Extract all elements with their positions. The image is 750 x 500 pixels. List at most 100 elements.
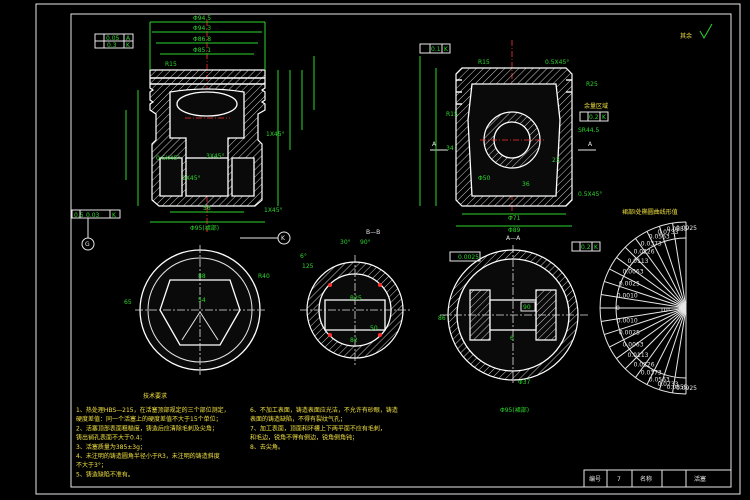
- outer-frame: [35, 3, 741, 495]
- dim-56: 56: [203, 205, 211, 212]
- tech-left-line-5: 4、未注明的铸造圆角半径小于R3，未注明的铸造斜度: [76, 452, 220, 460]
- polar-ray-16: [635, 307, 687, 378]
- polar-ray-3: [646, 231, 687, 309]
- section-aa-title: A—A: [506, 235, 521, 242]
- dim-1x45-b: 1X45°: [182, 175, 201, 182]
- section-bb-view: B—B R25 125 50 82 30° 90° 6°: [300, 229, 410, 365]
- tech-right-line-3: 和毛边，锐角不得有倒边，锐角倒角钝；: [250, 434, 358, 442]
- dim-d94-3: Φ94.3: [193, 25, 211, 32]
- tech-right-line-2: 7、加工表面，顶面和环槽上下两平面不应有毛刺，: [250, 424, 386, 432]
- front-section-view: Φ94.5 Φ94.3 Φ86.8 Φ85.1 R15 Φ95(裙部) 56 1…: [71, 15, 315, 251]
- section-arrow-a-right: A: [588, 141, 593, 148]
- polar-ray-7: [609, 268, 687, 309]
- polar-label-18: 0.0733: [657, 381, 678, 388]
- title-block-label-no: 编号: [589, 475, 601, 483]
- dim-90deg: 90°: [360, 239, 371, 246]
- polar-ray-4: [635, 238, 687, 309]
- tech-left-line-4: 3、活塞质量为385±3g；: [76, 443, 146, 451]
- polar-label-13: 0.0063: [623, 341, 644, 348]
- polar-label-3: 0.0563: [649, 234, 670, 241]
- polar-label-17: 0.0563: [649, 376, 670, 383]
- title-block-label-name: 名称: [640, 475, 652, 483]
- section-aa-view: A—A 0.0025 90 6 Φ37 Φ95(裙部) 0.2 K 86: [438, 235, 601, 414]
- fcf-right-datum: K: [444, 46, 449, 53]
- tech-title: 技术要求: [143, 392, 167, 400]
- surface-finish-mark: 其余: [680, 23, 713, 40]
- polar-ray-15: [624, 307, 687, 370]
- dim-r25: R25: [586, 81, 598, 88]
- section-bb-title: B—B: [366, 229, 380, 236]
- dim-d94-5: Φ94.5: [193, 15, 211, 22]
- dim-sr44-5: SR44.5: [578, 127, 600, 134]
- polar-ray-18: [658, 307, 687, 390]
- balance-label: 余量区域: [584, 102, 608, 110]
- dim-r15-inner: R15: [446, 111, 458, 118]
- fcf-mid-value: 0.2: [589, 114, 599, 121]
- polar-ray-13: [609, 307, 687, 348]
- dim-d89: Φ89: [508, 227, 521, 234]
- fcf-aa-value: 0.0025: [458, 254, 479, 261]
- tech-left-line-1: 硬度差值：同一个活塞上的硬度差值不大于15个单位；: [76, 415, 222, 423]
- fcf-box-bottom: [71, 209, 121, 219]
- corner-mark-label: 其余: [680, 32, 692, 40]
- fcf-mid-datum: K: [602, 114, 607, 121]
- polar-ray-1: [672, 222, 687, 309]
- title-block-no: 7: [617, 476, 621, 483]
- tolerance-center-label: 10°: [660, 307, 671, 314]
- fcf-aa-r-datum: K: [594, 244, 599, 251]
- fcf-aa-right: [571, 241, 601, 252]
- dim-6-aa: 6: [510, 335, 514, 342]
- tolerance-polar-chart: 裙部I处椭圆曲线形值 0.09250.08550.07330.05630.037…: [599, 208, 697, 395]
- polar-ray-19: [672, 307, 687, 394]
- polar-label-16: 0.0373: [641, 370, 662, 377]
- dim-d50: Φ50: [478, 175, 491, 182]
- dim-86: 86: [438, 315, 446, 322]
- polar-label-1: 0.0855: [667, 226, 688, 233]
- datum-circle-g: [81, 237, 95, 251]
- fcf-aa-inner: [520, 301, 536, 312]
- fcf-aa-r-value: 0.2: [581, 244, 591, 251]
- dim-d86-8: Φ86.8: [193, 36, 211, 43]
- fcf-bottom-1: 0.5: [74, 212, 84, 219]
- fcf-bottom-3: K: [112, 212, 117, 219]
- tech-left-line-3: 铸出销孔表面不大于0.4；: [76, 434, 146, 442]
- polar-label-2: 0.0733: [657, 229, 678, 236]
- polar-ray-11: [600, 307, 687, 322]
- polar-ray-14: [616, 307, 687, 359]
- dim-88: 88: [198, 273, 206, 280]
- plan-view: R40 88 54 65: [124, 245, 270, 375]
- tech-left-line-2: 2、活塞顶部表面粗糙度，铸造后应清除毛刺及尖角；: [76, 424, 218, 432]
- fcf-a-datum: A: [126, 35, 131, 42]
- dim-6deg: 6°: [300, 253, 307, 260]
- fcf-bottom-2: 0.03: [86, 212, 100, 219]
- fcf-b-datum: K: [126, 42, 131, 49]
- polar-label-12: 0.0025: [619, 330, 640, 337]
- title-block-name: 活塞: [694, 475, 706, 483]
- dim-82: 82: [350, 337, 358, 344]
- dim-65: 65: [124, 299, 132, 306]
- polar-label-8: 0.0025: [619, 280, 640, 287]
- polar-label-15: 0.0226: [634, 362, 655, 369]
- dim-d95-skirt: Φ95(裙部): [190, 224, 219, 232]
- fcf-a-value: 0.05: [106, 35, 120, 42]
- polar-label-5: 0.0226: [634, 248, 655, 255]
- dim-90-aa: 90: [523, 304, 531, 311]
- dim-3x45: 3X45°: [206, 153, 225, 160]
- dim-0-5x45-top: 0.5X45°: [545, 59, 569, 66]
- tech-left-line-0: 1、热处理HBS—215，在活塞顶部规定的三个部位测定，: [76, 406, 230, 414]
- polar-ray-12: [604, 307, 687, 336]
- fcf-right-top: [419, 43, 451, 54]
- dim-1x45-c: 1X45°: [264, 207, 283, 214]
- polar-label-14: 0.0113: [627, 352, 648, 359]
- datum-k-label: K: [281, 235, 286, 242]
- dim-50-bb: 50: [370, 325, 378, 332]
- tech-left-line-7: 5、铸造缺陷不准有。: [76, 470, 134, 478]
- tolerance-title: 裙部I处椭圆曲线形值: [622, 208, 678, 216]
- fcf-right-value: 0.1: [431, 46, 441, 53]
- dim-34: 34: [446, 145, 454, 152]
- dim-r40: R40: [258, 273, 270, 280]
- datum-g-label: G: [85, 241, 90, 248]
- polar-ray-8: [604, 280, 687, 309]
- tech-right-line-0: 6、不加工表面，铸造表面应光洁，不允许有砂眼，铸造: [250, 406, 398, 414]
